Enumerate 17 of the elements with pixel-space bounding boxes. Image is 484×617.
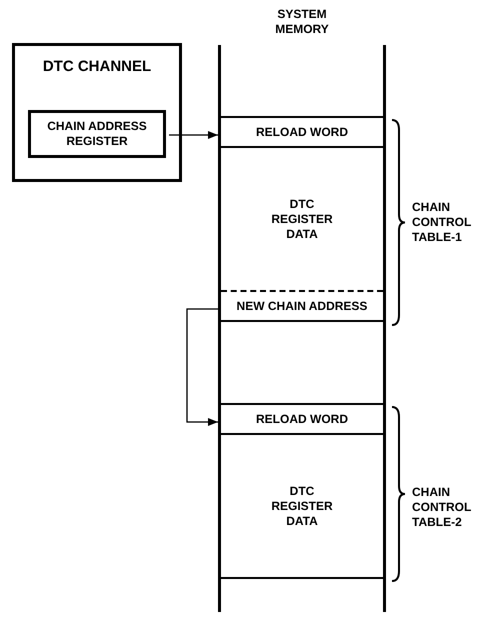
node-label: RELOAD WORD	[255, 124, 349, 140]
channel-box	[12, 43, 182, 182]
node-label: NEW CHAIN ADDRESS	[236, 298, 368, 314]
register-box	[28, 110, 166, 158]
memory-row	[221, 290, 383, 322]
node-label: CHAIN ADDRESS REGISTER	[46, 119, 148, 149]
arrow	[186, 308, 218, 426]
node-label: DTC CHANNEL	[42, 58, 152, 75]
node-label: SYSTEM MEMORY	[274, 7, 330, 37]
node-label: RELOAD WORD	[255, 412, 349, 426]
memory-row	[221, 116, 383, 148]
node-label: DTC REGISTER DATA	[270, 196, 334, 242]
table-label: CHAIN CONTROL TABLE-1	[412, 200, 472, 245]
node-label: DTC REGISTER DATA	[270, 484, 334, 528]
table-label: CHAIN CONTROL TABLE-2	[412, 485, 472, 530]
memory-row	[221, 403, 383, 435]
arrow	[169, 131, 218, 139]
